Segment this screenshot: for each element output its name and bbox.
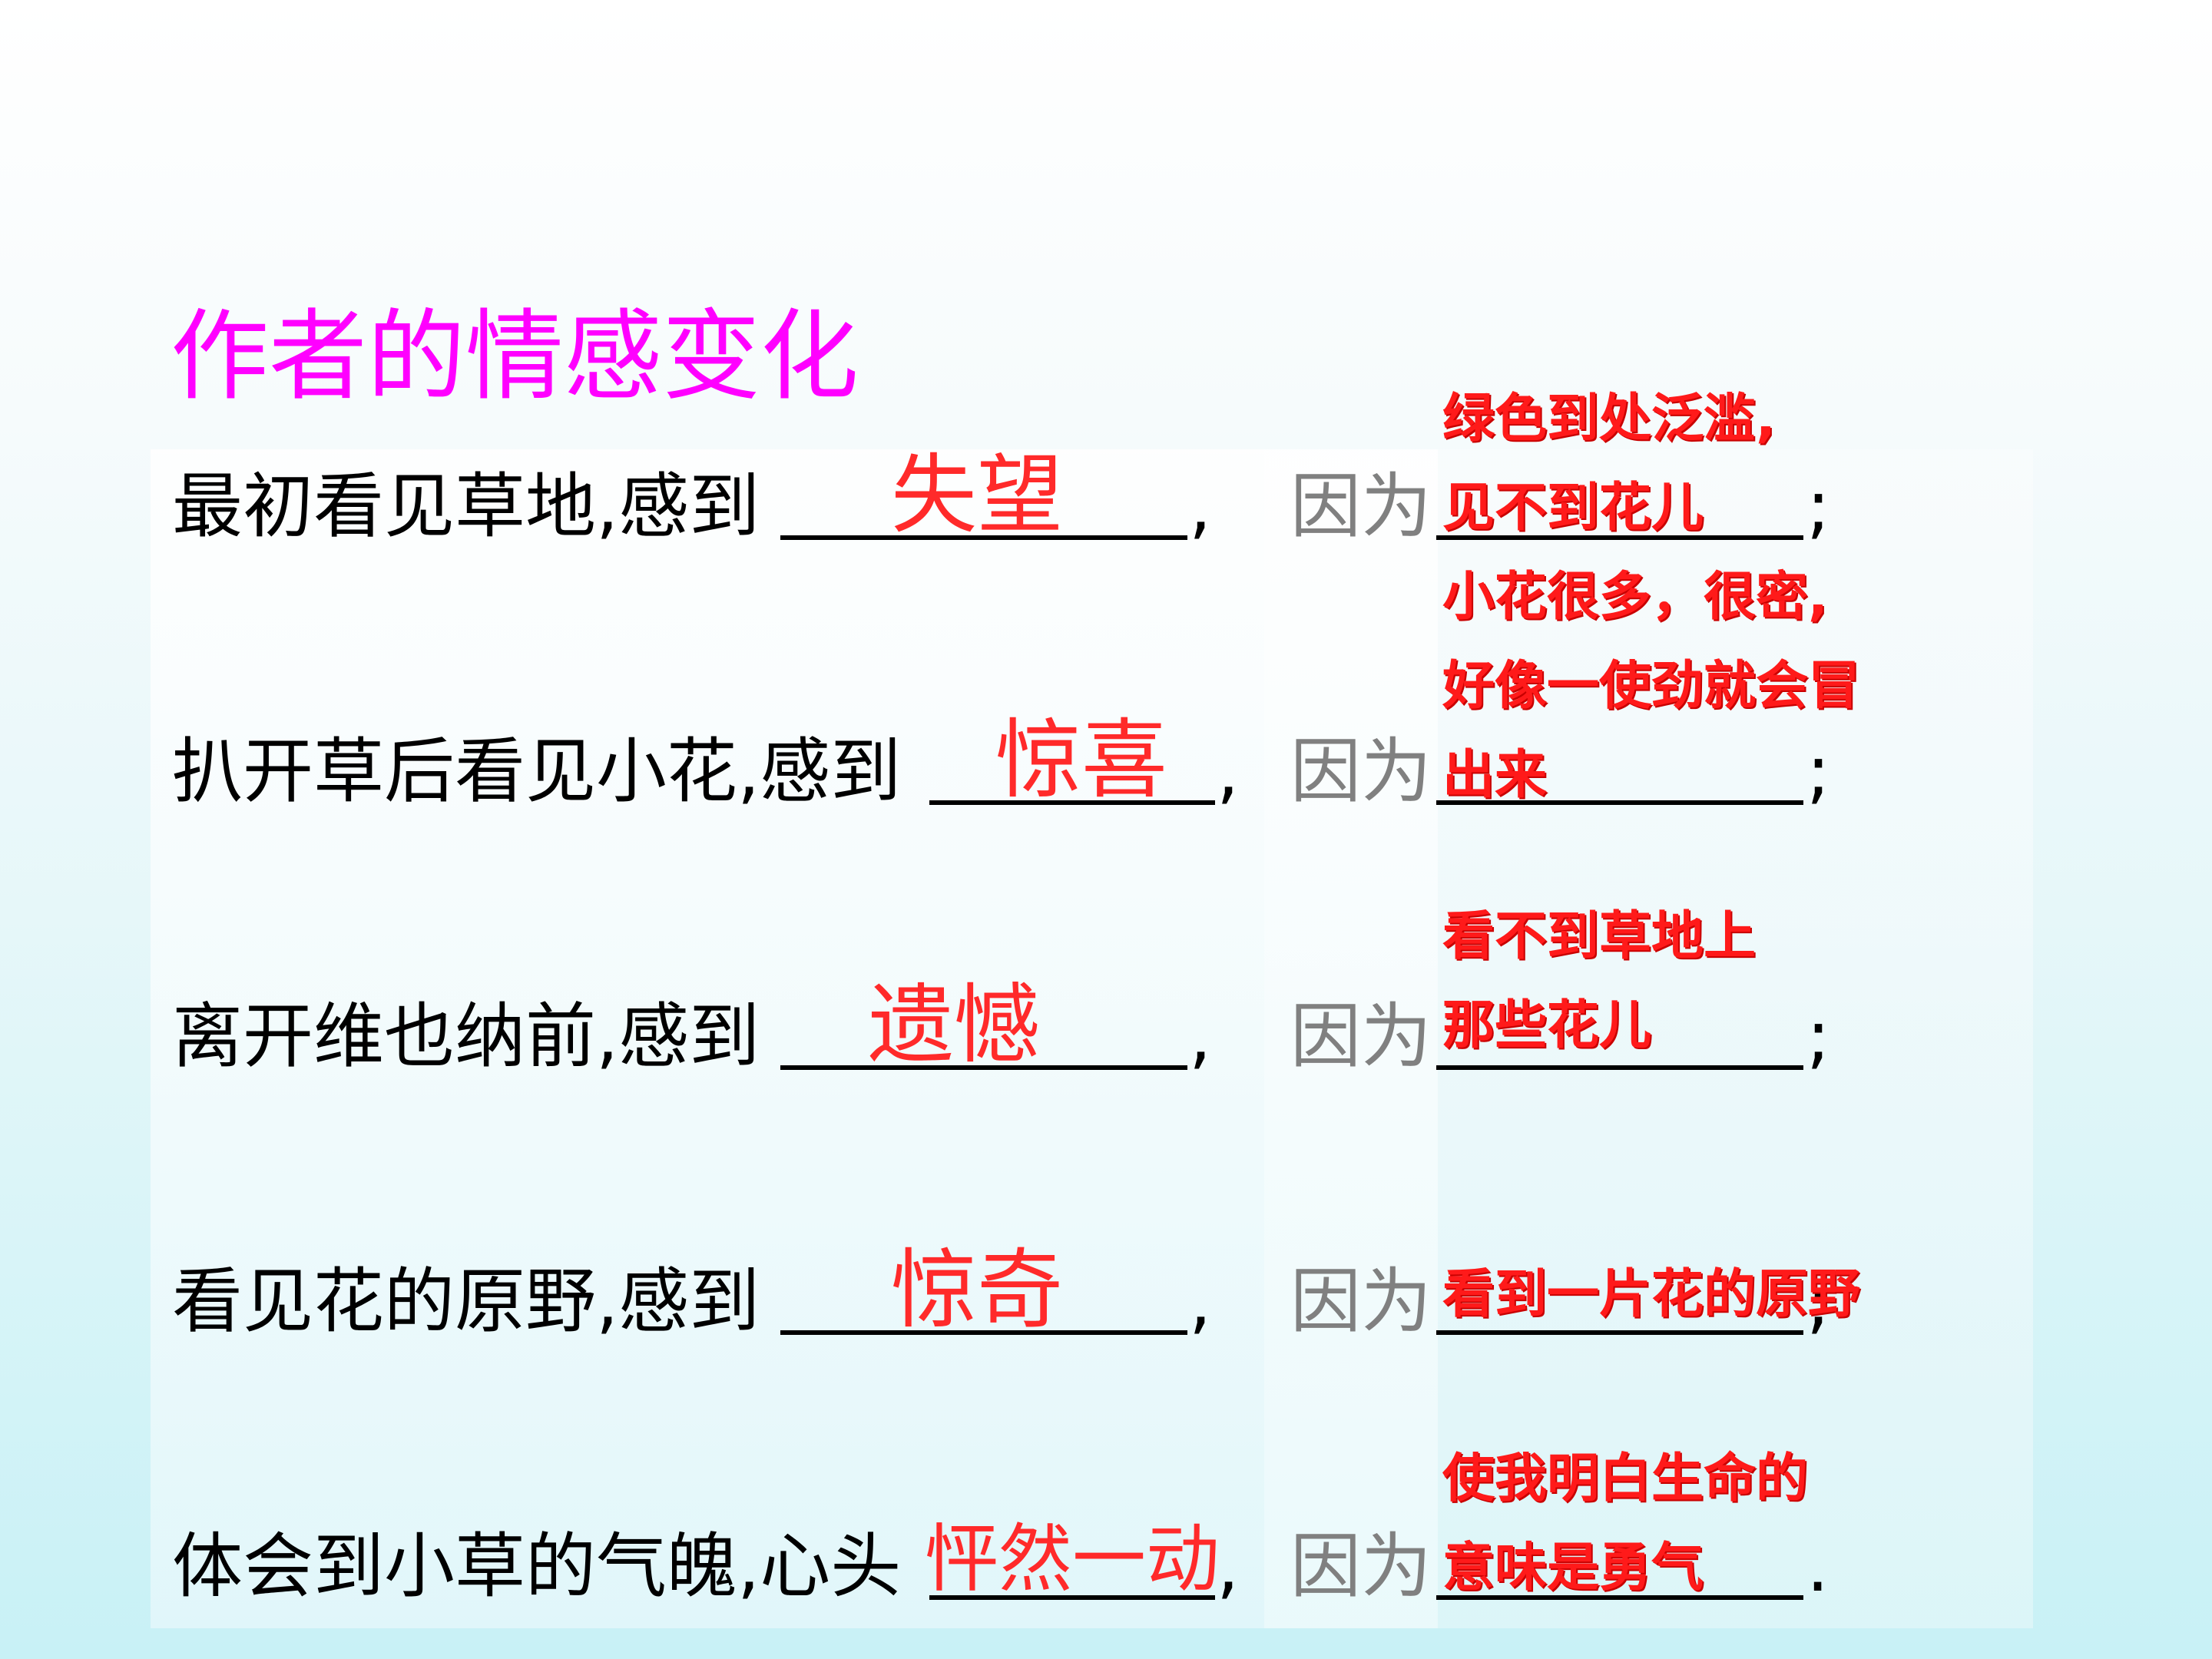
row-1-comma: , [1189, 465, 1212, 548]
row-1-feeling-blank[interactable] [780, 535, 1187, 540]
row-3-end-mark: ; [1806, 995, 1830, 1078]
row-4-reason-blank[interactable] [1436, 1330, 1803, 1335]
row-2-reason-line-3: 出来 [1442, 745, 1548, 806]
right-panel [1438, 449, 2033, 1628]
row-2-reason-blank[interactable] [1436, 800, 1803, 805]
middle-panel [1264, 449, 1438, 1628]
row-5-reason-answer: 使我明白生命的 意味是勇气 [1442, 1435, 1808, 1613]
row-1-end-mark: ; [1806, 465, 1830, 548]
left-panel [151, 449, 1264, 1628]
row-3-feeling-blank[interactable] [780, 1065, 1187, 1070]
row-2-reason-line-2: 好像一使劲就会冒 [1442, 656, 1861, 717]
row-5-comma: , [1217, 1525, 1240, 1608]
row-5-reason-blank[interactable] [1436, 1595, 1803, 1600]
row-1-reason-blank[interactable] [1436, 535, 1803, 540]
row-1-reason-line-1: 绿色到处泛滥, [1442, 389, 1776, 449]
row-1-label: 最初看见草地,感到 [172, 465, 760, 548]
row-5-end-mark: . [1806, 1525, 1830, 1608]
row-2-reason-line-1: 小花很多，很密, [1442, 567, 1828, 628]
row-1-feeling-answer: 失望 [891, 445, 1063, 545]
row-4-feeling-blank[interactable] [780, 1330, 1187, 1335]
row-3-reason-blank[interactable] [1436, 1065, 1803, 1070]
row-5-reason-line-1: 使我明白生命的 [1442, 1449, 1809, 1509]
row-2-comma: , [1217, 730, 1240, 813]
row-5-reason-line-2: 意味是勇气 [1442, 1538, 1704, 1598]
row-4-label: 看见花的原野,感到 [172, 1260, 760, 1343]
row-2-label: 扒开草后看见小花,感到 [172, 730, 902, 813]
row-4-feeling-answer: 惊奇 [891, 1240, 1063, 1340]
row-3-comma: , [1189, 995, 1212, 1078]
row-3-reason-line-2: 那些花儿 [1442, 995, 1652, 1056]
row-5-because: 因为 [1290, 1525, 1432, 1608]
row-5-label: 体会到小草的气魄,心头 [172, 1525, 902, 1608]
row-4-comma: , [1189, 1260, 1212, 1343]
page-title: 作者的情感变化 [171, 300, 859, 414]
row-5-feeling-blank[interactable] [929, 1595, 1215, 1600]
row-1-because: 因为 [1290, 465, 1432, 548]
row-4-end-mark: ; [1806, 1260, 1830, 1343]
row-4-reason-answer: 看到一片花的原野 [1442, 1250, 1860, 1339]
row-5-feeling-answer: 怦然一动 [925, 1516, 1220, 1602]
row-4-reason-line-1: 看到一片花的原野 [1442, 1264, 1861, 1325]
row-2-feeling-answer: 惊喜 [995, 710, 1167, 810]
row-3-label: 离开维也纳前,感到 [172, 995, 760, 1078]
row-2-end-mark: ; [1806, 730, 1830, 813]
row-4-because: 因为 [1290, 1260, 1432, 1343]
row-1-reason-answer: 绿色到处泛滥, 见不到花儿 [1442, 375, 1776, 553]
row-3-reason-line-1: 看不到草地上 [1442, 906, 1757, 967]
row-3-feeling-answer: 遗憾 [868, 975, 1040, 1075]
row-1-reason-line-2: 见不到花儿 [1442, 478, 1704, 538]
row-2-feeling-blank[interactable] [929, 800, 1215, 805]
row-3-reason-answer: 看不到草地上 那些花儿 [1442, 892, 1756, 1071]
row-3-because: 因为 [1290, 995, 1432, 1078]
row-2-because: 因为 [1290, 730, 1432, 813]
row-2-reason-answer: 小花很多，很密, 好像一使劲就会冒 出来 [1442, 553, 1860, 820]
